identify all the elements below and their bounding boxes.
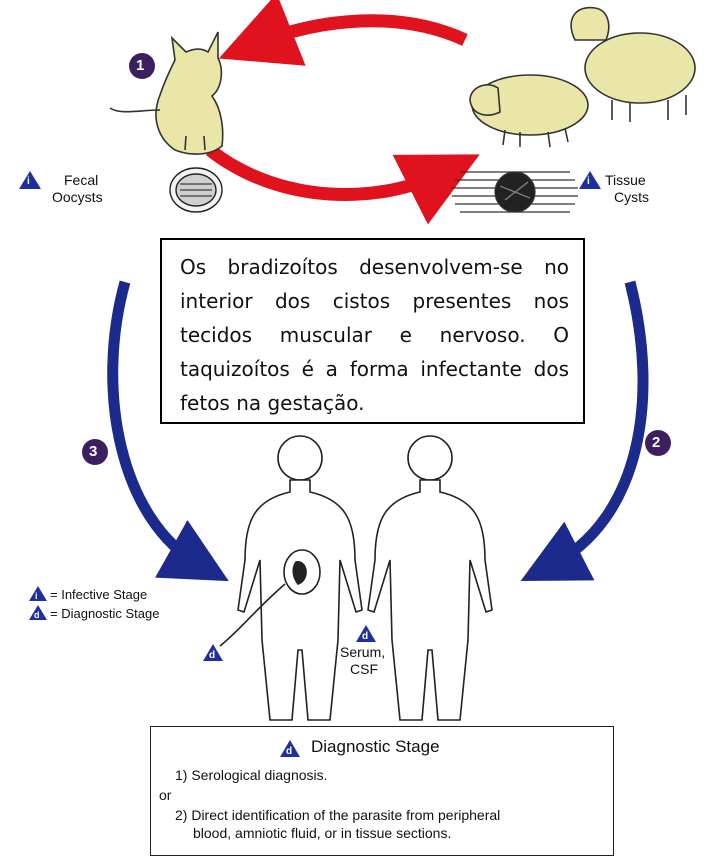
diagnostic-box-title: Diagnostic Stage (311, 737, 440, 756)
legend-infective-marker: i (35, 591, 38, 601)
fecal-oocyst-illustration (169, 167, 223, 213)
step1-number: 1 (136, 57, 145, 74)
human-right-figure (367, 435, 493, 721)
legend-infective-text: = Infective Stage (50, 587, 148, 602)
diagnostic-or: or (159, 787, 172, 803)
diagnostic-stage-icon (203, 644, 223, 661)
legend-diagnostic-marker: d (34, 610, 40, 620)
arrow-host-to-cat (218, 0, 468, 66)
sheep-illustration (570, 6, 696, 122)
overlay-text: Os bradizoítos desenvolvem-se no interio… (180, 255, 569, 415)
infective-stage-icon (19, 171, 41, 189)
infective-stage-icon (579, 171, 601, 189)
step2-circle (645, 430, 671, 456)
legend-infective-icon (29, 586, 47, 601)
arrow-cat-to-host (205, 144, 480, 225)
infective-marker-fecal: i (27, 176, 30, 187)
serum-label: Serum, (340, 644, 386, 660)
tissue-cyst-illustration (452, 171, 578, 213)
csf-label: CSF (350, 661, 378, 677)
human-left-figure (219, 435, 363, 721)
diagnostic-item-2a: 2) Direct identification of the parasite… (175, 807, 501, 823)
step3-number: 3 (89, 443, 98, 460)
diagnostic-stage-icon (356, 625, 376, 642)
diagnostic-marker-serum: d (362, 631, 369, 642)
step3-circle (82, 439, 108, 465)
diagnostic-item-2b: blood, amniotic fluid, or in tissue sect… (193, 825, 452, 841)
fecal-label-line1: Fecal (64, 172, 99, 188)
diagnostic-item-1: 1) Serological diagnosis. (175, 767, 328, 783)
tissue-label-line1: Tissue (605, 172, 646, 188)
diagnostic-stage-icon (280, 740, 300, 757)
overlay-text-box: Os bradizoítos desenvolvem-se no interio… (160, 238, 585, 424)
arrow-3-to-human (107, 280, 229, 582)
legend-diagnostic-text: = Diagnostic Stage (50, 606, 160, 621)
tissue-label-line2: Cysts (614, 189, 649, 205)
pig-illustration (469, 74, 589, 148)
infective-marker-tissue: i (587, 176, 590, 187)
legend-diagnostic-icon (29, 605, 47, 620)
step2-number: 2 (652, 434, 661, 451)
step1-circle (129, 53, 155, 79)
arrow-2-to-human (520, 280, 649, 582)
fecal-label-line2: Oocysts (52, 189, 103, 205)
diagnostic-stage-box: d Diagnostic Stage 1) Serological diagno… (150, 726, 614, 856)
cat-illustration (109, 31, 224, 155)
diagnostic-marker-fetus: d (209, 650, 216, 661)
diagnostic-box-marker: d (286, 746, 293, 757)
